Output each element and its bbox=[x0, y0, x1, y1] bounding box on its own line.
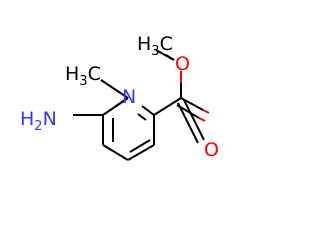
ester-oxygen-single-label: O bbox=[175, 53, 190, 75]
bond-n-c6 bbox=[115, 97, 129, 107]
ring-methyl-subscript: 3 bbox=[79, 74, 87, 89]
ring-methyl-label: H3C bbox=[65, 63, 101, 89]
ester-methyl-label: H3C bbox=[137, 33, 173, 59]
ring-methyl-h: H bbox=[65, 63, 79, 85]
ring-methyl-c: C bbox=[88, 63, 101, 85]
amino-h: H bbox=[20, 108, 34, 130]
bond-c1-n-inner bbox=[137, 113, 147, 121]
bond-carbonyl-down-1 bbox=[183, 99, 205, 141]
ester-oxygen-double-label: O bbox=[204, 139, 219, 161]
ester-methyl-c: C bbox=[160, 33, 173, 55]
bond-c3-c2 bbox=[127, 144, 155, 161]
bond-carbonyl-down-2 bbox=[177, 102, 199, 144]
pyridine-ring bbox=[102, 97, 155, 161]
bond-carbonyl-do-2 bbox=[202, 109, 210, 114]
amino-n: N bbox=[43, 108, 57, 130]
ring-nitrogen-label: N bbox=[122, 86, 136, 108]
bond-o-to-methyl bbox=[165, 54, 175, 61]
bond-c6-methyl bbox=[100, 79, 129, 99]
ester-methyl-subscript: 3 bbox=[151, 44, 159, 59]
amino-subscript: 2 bbox=[34, 119, 42, 134]
molecule-structure: N H3C H2N H3C O O bbox=[20, 33, 219, 161]
bond-carbonyl-do-4 bbox=[198, 117, 206, 122]
ester-methyl-h: H bbox=[137, 33, 151, 55]
bond-c1-n bbox=[141, 105, 155, 116]
bond-c3-c2-inner bbox=[129, 139, 151, 153]
bond-c4-c3 bbox=[102, 144, 129, 161]
amino-group-label: H2N bbox=[20, 108, 57, 134]
bond-c1-carbonyl bbox=[153, 97, 182, 116]
